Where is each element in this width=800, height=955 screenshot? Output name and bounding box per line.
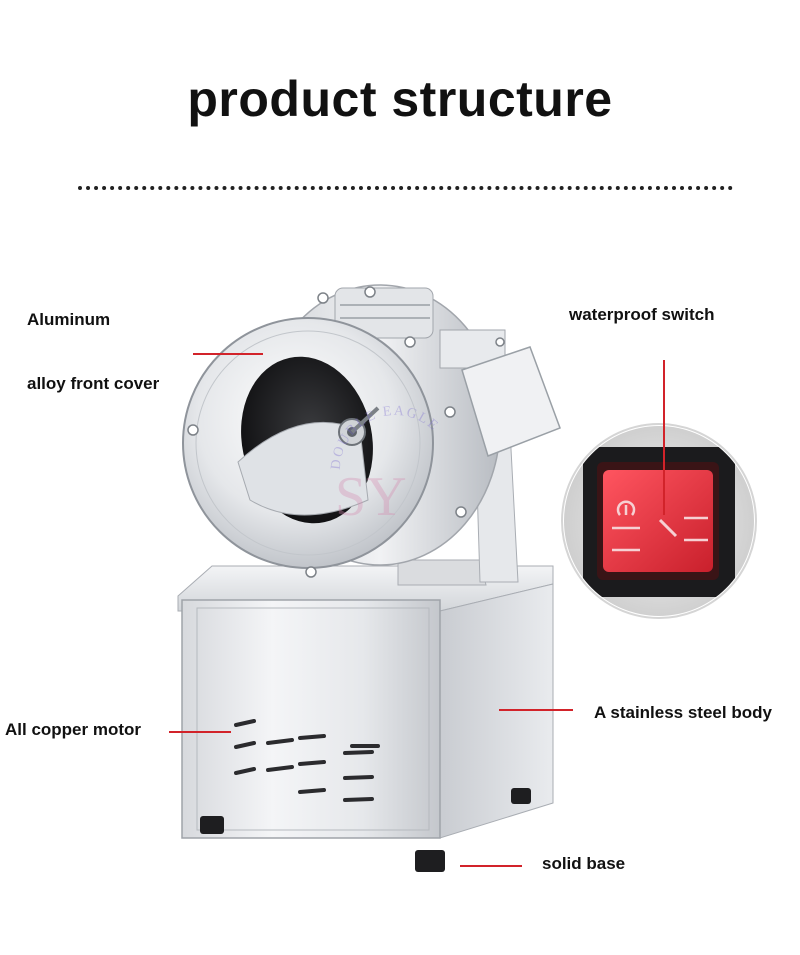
label-stainless-body: A stainless steel body	[594, 703, 772, 722]
label-aluminum: Aluminum	[27, 310, 111, 329]
cover-bolts	[187, 286, 505, 578]
label-copper-motor: All copper motor	[5, 720, 142, 739]
switch-cover-plate	[461, 346, 561, 457]
waterproof-switch-inset	[561, 423, 757, 619]
dotted-divider	[78, 186, 733, 190]
label-waterproof-switch: waterproof switch	[569, 305, 715, 324]
watermark-initials: SY	[335, 466, 407, 528]
stainless-body	[177, 565, 554, 839]
label-solid-base: solid base	[542, 854, 626, 873]
aluminum-front-cover	[182, 317, 434, 569]
label-alloy-front-cover: alloy front cover	[27, 374, 160, 393]
vent-slots	[234, 719, 380, 802]
solid-base-feet	[200, 788, 531, 872]
leader-lines	[169, 353, 665, 867]
page-title: product structure	[187, 71, 613, 127]
